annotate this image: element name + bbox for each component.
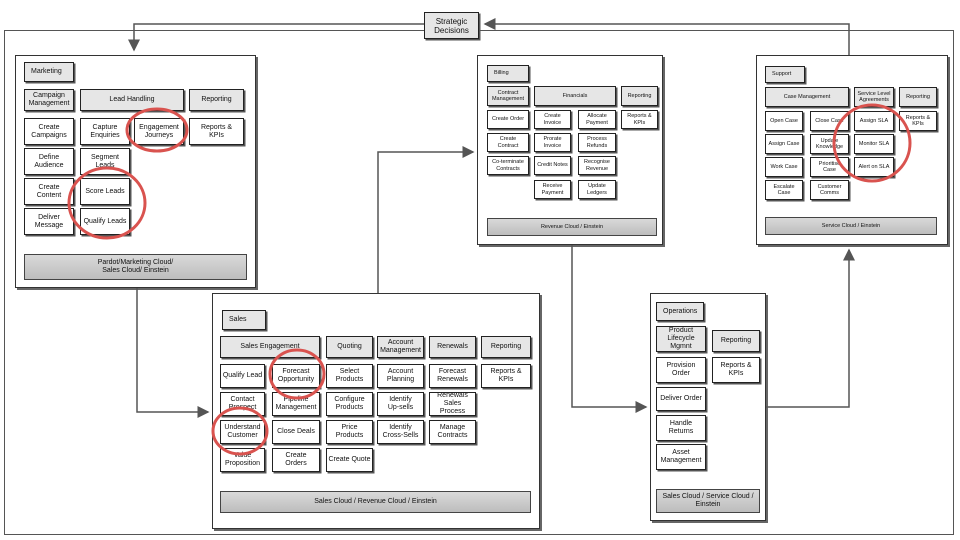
product-lifecycle-header: Product Lifecycle Mgmnt xyxy=(656,326,706,352)
marketing-campaign-header: Campaign Management xyxy=(24,89,74,111)
prioritise-case-node[interactable]: Prioritise Case xyxy=(810,157,849,177)
billing-reporting-header: Reporting xyxy=(621,86,658,106)
capture-enquiries-node[interactable]: Capture Enquiries xyxy=(80,118,130,145)
sla-header: Service Level Agreements xyxy=(854,87,894,107)
create-contract-node[interactable]: Create Contract xyxy=(487,133,529,152)
operations-reports-node[interactable]: Reports & KPIs xyxy=(712,357,760,383)
support-title: Support xyxy=(765,66,805,83)
handle-returns-node[interactable]: Handle Returns xyxy=(656,415,706,441)
escalate-case-node[interactable]: Escalate Case xyxy=(765,180,803,200)
create-content-node[interactable]: Create Content xyxy=(24,178,74,205)
process-refunds-node[interactable]: Process Refunds xyxy=(578,133,616,152)
billing-reports-node[interactable]: Reports & KPIs xyxy=(621,110,658,129)
sales-footer: Sales Cloud / Revenue Cloud / Einstein xyxy=(220,491,531,513)
identify-upsells-node[interactable]: Identify Up-sells xyxy=(377,392,424,416)
qualify-lead-node[interactable]: Qualify Lead xyxy=(220,364,265,388)
close-case-node[interactable]: Close Case xyxy=(810,111,849,131)
marketing-lead-header: Lead Handling xyxy=(80,89,184,111)
close-deals-node[interactable]: Close Deals xyxy=(272,420,320,444)
manage-contracts-node[interactable]: Manage Contracts xyxy=(429,420,476,444)
support-footer: Service Cloud / Einstein xyxy=(765,217,937,235)
score-leads-node[interactable]: Score Leads xyxy=(80,178,130,205)
contact-prospect-node[interactable]: Contact Prospect xyxy=(220,392,265,416)
sales-reporting-header: Reporting xyxy=(481,336,531,358)
open-case-node[interactable]: Open Case xyxy=(765,111,803,131)
credit-notes-node[interactable]: Credit Notes xyxy=(534,156,571,175)
pipeline-management-node[interactable]: Pipeline Management xyxy=(272,392,320,416)
alert-on-sla-node[interactable]: Alert on SLA xyxy=(854,157,894,177)
customer-comms-node[interactable]: Customer Comms xyxy=(810,180,849,200)
billing-financials-header: Financials xyxy=(534,86,616,106)
assign-case-node[interactable]: Assign Case xyxy=(765,134,803,154)
price-products-node[interactable]: Price Products xyxy=(326,420,373,444)
forecast-opportunity-node[interactable]: Forecast Opportunity xyxy=(272,364,320,388)
sales-title: Sales xyxy=(222,310,266,330)
identify-cross-sells-node[interactable]: Identify Cross-Sells xyxy=(377,420,424,444)
monitor-sla-node[interactable]: Monitor SLA xyxy=(854,134,894,154)
marketing-reporting-header: Reporting xyxy=(189,89,244,111)
allocate-payment-node[interactable]: Allocate Payment xyxy=(578,110,616,129)
create-invoice-node[interactable]: Create Invoice xyxy=(534,110,571,129)
deliver-order-node[interactable]: Deliver Order xyxy=(656,387,706,411)
renewals-sales-process-node[interactable]: Renewals Sales Process xyxy=(429,392,476,416)
recognise-revenue-node[interactable]: Recognise Revenue xyxy=(578,156,616,175)
asset-management-node[interactable]: Asset Management xyxy=(656,444,706,470)
deliver-message-node[interactable]: Deliver Message xyxy=(24,208,74,235)
billing-title: Billing xyxy=(487,65,529,82)
create-order-node[interactable]: Create Order xyxy=(487,110,529,129)
sales-quoting-header: Quoting xyxy=(326,336,373,358)
create-campaigns-node[interactable]: Create Campaigns xyxy=(24,118,74,145)
configure-products-node[interactable]: Configure Products xyxy=(326,392,373,416)
marketing-footer: Pardot/Marketing Cloud/ Sales Cloud/ Ein… xyxy=(24,254,247,280)
support-reporting-header: Reporting xyxy=(899,87,937,107)
strategic-decisions-node[interactable]: Strategic Decisions xyxy=(424,12,479,39)
assign-sla-node[interactable]: Assign SLA xyxy=(854,111,894,131)
work-case-node[interactable]: Work Case xyxy=(765,157,803,177)
forecast-renewals-node[interactable]: Forecast Renewals xyxy=(429,364,476,388)
sales-engagement-header: Sales Engagement xyxy=(220,336,320,358)
operations-title: Operations xyxy=(656,302,704,321)
define-audience-node[interactable]: Define Audience xyxy=(24,148,74,175)
account-planning-node[interactable]: Account Planning xyxy=(377,364,424,388)
provision-order-node[interactable]: Provision Order xyxy=(656,357,706,383)
marketing-title: Marketing xyxy=(24,62,74,82)
billing-contract-header: Contract Management xyxy=(487,86,529,106)
marketing-reports-node[interactable]: Reports & KPIs xyxy=(189,118,244,145)
sales-account-header: Account Management xyxy=(377,336,424,358)
operations-reporting-header: Reporting xyxy=(712,330,760,352)
create-quote-node[interactable]: Create Quote xyxy=(326,448,373,472)
support-reports-node[interactable]: Reports & KPIs xyxy=(899,111,937,131)
case-management-header: Case Management xyxy=(765,87,849,107)
understand-customer-node[interactable]: Understand Customer xyxy=(220,420,265,444)
value-proposition-node[interactable]: Value Proposition xyxy=(220,448,265,472)
update-knowledge-node[interactable]: Update Knowledge xyxy=(810,134,849,154)
billing-footer: Revenue Cloud / Einstein xyxy=(487,218,657,236)
qualify-leads-node[interactable]: Qualify Leads xyxy=(80,208,130,235)
engagement-journeys-node[interactable]: Engagement Journeys xyxy=(134,118,184,145)
operations-footer: Sales Cloud / Service Cloud / Einstein xyxy=(656,489,760,513)
diagram-frame xyxy=(4,30,954,535)
sales-reports-node[interactable]: Reports & KPIs xyxy=(481,364,531,388)
prorate-invoice-node[interactable]: Prorate Invoice xyxy=(534,133,571,152)
select-products-node[interactable]: Select Products xyxy=(326,364,373,388)
create-orders-node[interactable]: Create Orders xyxy=(272,448,320,472)
update-ledgers-node[interactable]: Update Ledgers xyxy=(578,180,616,199)
segment-leads-node[interactable]: Segment Leads xyxy=(80,148,130,175)
receive-payment-node[interactable]: Receive Payment xyxy=(534,180,571,199)
coterminate-contracts-node[interactable]: Co-terminate Contracts xyxy=(487,156,529,175)
sales-renewals-header: Renewals xyxy=(429,336,476,358)
